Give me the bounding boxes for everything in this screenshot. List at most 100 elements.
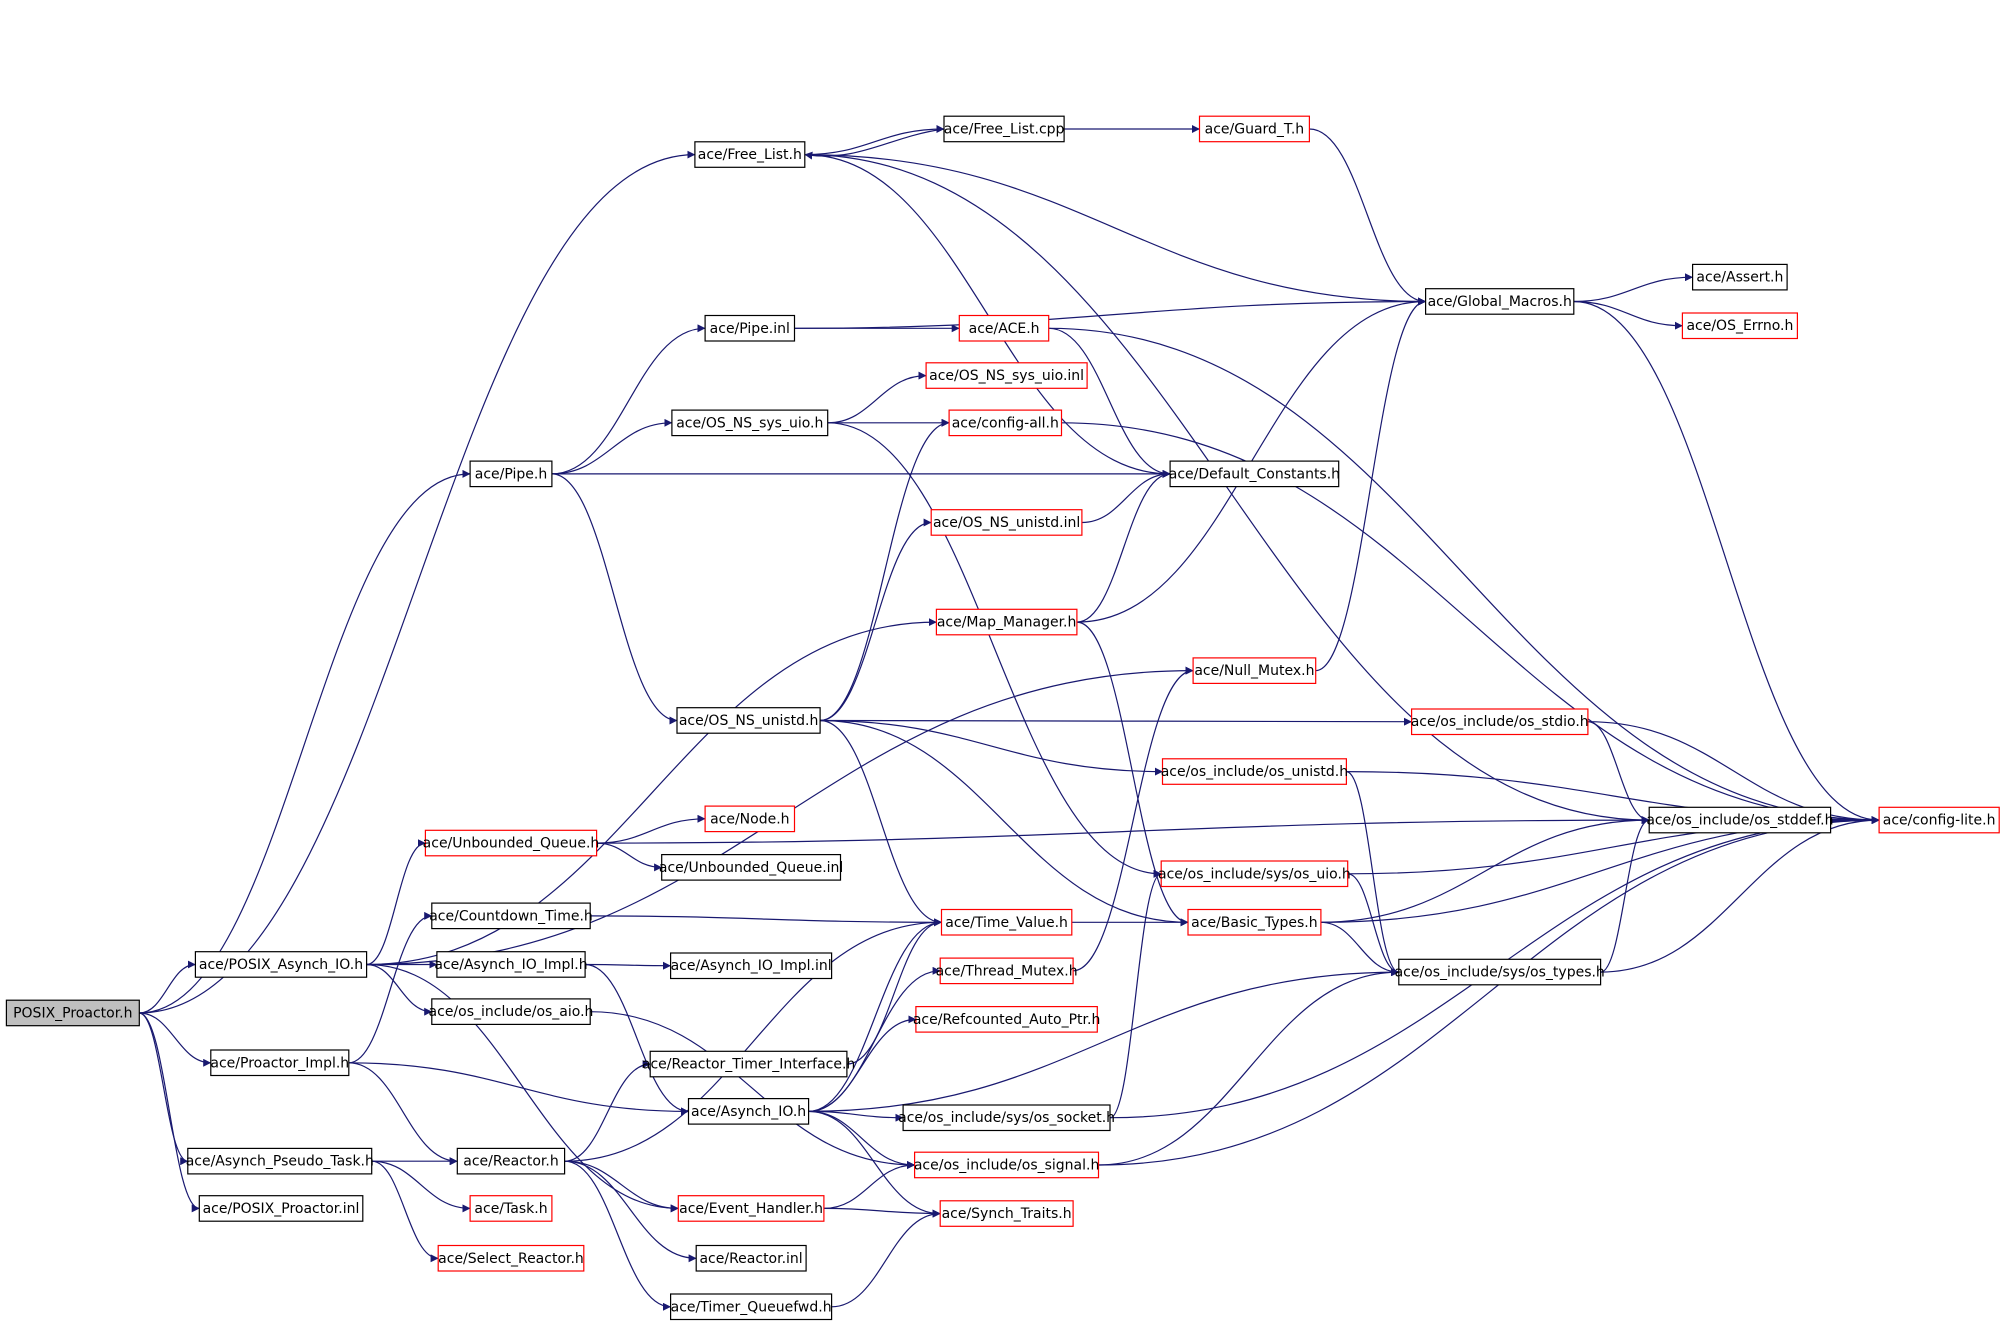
node-default-constants-h[interactable]: ace/Default_Constants.h	[1169, 460, 1340, 488]
node-box[interactable]	[1410, 708, 1589, 736]
node-box[interactable]	[704, 314, 796, 342]
node-box[interactable]	[669, 1293, 833, 1321]
node-box[interactable]	[1691, 263, 1788, 291]
node-time-value-h[interactable]: ace/Time_Value.h	[940, 908, 1073, 936]
node-box[interactable]	[915, 1005, 1098, 1033]
node-unbounded-queue-h[interactable]: ace/Unbounded_Queue.h	[423, 829, 600, 857]
node-box[interactable]	[1187, 908, 1322, 936]
node-reactor-timer-interface-h[interactable]: ace/Reactor_Timer_Interface.h	[642, 1050, 855, 1078]
node-box[interactable]	[649, 1050, 848, 1078]
node-reactor-inl[interactable]: ace/Reactor.inl	[695, 1244, 807, 1272]
node-pipe-h[interactable]: ace/Pipe.h	[469, 460, 553, 488]
node-box[interactable]	[198, 1195, 364, 1222]
node-box[interactable]	[661, 853, 842, 881]
node-null-mutex-h[interactable]: ace/Null_Mutex.h	[1192, 657, 1317, 685]
node-unbounded-queue-inl[interactable]: ace/Unbounded_Queue.inl	[659, 853, 843, 881]
node-thread-mutex-h[interactable]: ace/Thread_Mutex.h	[936, 957, 1078, 985]
node-box[interactable]	[1169, 460, 1340, 488]
node-box[interactable]	[1192, 657, 1317, 685]
node-config-all-h[interactable]: ace/config-all.h	[948, 409, 1063, 437]
node-box[interactable]	[194, 951, 368, 978]
node-select-reactor-h[interactable]: ace/Select_Reactor.h	[437, 1244, 585, 1272]
node-box[interactable]	[677, 1195, 825, 1222]
node-box[interactable]	[902, 1104, 1111, 1132]
node-os-unistd-h[interactable]: ace/os_include/os_unistd.h	[1161, 758, 1348, 785]
node-pipe-inl[interactable]: ace/Pipe.inl	[704, 314, 796, 342]
node-box[interactable]	[943, 115, 1065, 143]
node-box[interactable]	[1648, 806, 1832, 834]
node-box[interactable]	[695, 1244, 807, 1272]
node-guard-t-h[interactable]: ace/Guard_T.h	[1198, 115, 1311, 143]
node-box[interactable]	[431, 902, 591, 930]
node-box[interactable]	[1160, 860, 1349, 888]
node-box[interactable]	[1681, 312, 1799, 340]
node-box[interactable]	[925, 362, 1088, 389]
node-box[interactable]	[694, 141, 806, 168]
node-countdown-time-h[interactable]: ace/Countdown_Time.h	[429, 902, 593, 930]
node-posix-asynch-io-h[interactable]: ace/POSIX_Asynch_IO.h	[194, 951, 368, 978]
node-box[interactable]	[187, 1147, 373, 1175]
node-os-aio-h[interactable]: ace/os_include/os_aio.h	[429, 998, 594, 1026]
node-reactor-h[interactable]: ace/Reactor.h	[456, 1147, 566, 1175]
node-box[interactable]	[456, 1147, 566, 1175]
node-os-ns-sys-uio-inl[interactable]: ace/OS_NS_sys_uio.inl	[925, 362, 1088, 389]
node-box[interactable]	[1878, 806, 2000, 834]
node-global-macros-h[interactable]: ace/Global_Macros.h	[1424, 288, 1575, 315]
node-box[interactable]	[469, 460, 553, 488]
node-timer-queuefwd-h[interactable]: ace/Timer_Queuefwd.h	[669, 1293, 833, 1321]
node-box[interactable]	[687, 1097, 810, 1125]
node-free-list-cpp[interactable]: ace/Free_List.cpp	[943, 115, 1065, 143]
node-posix-proactor-inl[interactable]: ace/POSIX_Proactor.inl	[198, 1195, 364, 1222]
node-os-sys-uio-h[interactable]: ace/os_include/sys/os_uio.h	[1158, 860, 1351, 888]
node-os-signal-h[interactable]: ace/os_include/os_signal.h	[913, 1151, 1100, 1179]
node-box[interactable]	[676, 707, 821, 734]
node-task-h[interactable]: ace/Task.h	[469, 1195, 553, 1222]
node-box[interactable]	[1424, 288, 1575, 315]
node-node-h[interactable]: ace/Node.h	[704, 805, 796, 833]
node-box[interactable]	[436, 951, 586, 978]
node-box[interactable]	[1398, 958, 1602, 986]
node-box[interactable]	[431, 998, 591, 1026]
node-box[interactable]	[948, 409, 1063, 437]
node-proactor-impl-h[interactable]: ace/Proactor_Impl.h	[210, 1049, 350, 1077]
node-ace-h[interactable]: ace/ACE.h	[958, 314, 1050, 342]
node-os-ns-unistd-inl[interactable]: ace/OS_NS_unistd.inl	[930, 509, 1083, 536]
node-basic-types-h[interactable]: ace/Basic_Types.h	[1187, 908, 1322, 936]
node-synch-traits-h[interactable]: ace/Synch_Traits.h	[939, 1200, 1074, 1227]
node-box[interactable]	[704, 805, 796, 833]
node-event-handler-h[interactable]: ace/Event_Handler.h	[677, 1195, 825, 1222]
node-box[interactable]	[913, 1151, 1100, 1179]
node-assert-h[interactable]: ace/Assert.h	[1691, 263, 1788, 291]
node-config-lite-h[interactable]: ace/config-lite.h	[1878, 806, 2000, 834]
node-box[interactable]	[939, 957, 1074, 985]
node-refcounted-auto-ptr-h[interactable]: ace/Refcounted_Auto_Ptr.h	[913, 1005, 1100, 1033]
node-posix-proactor-h[interactable]: POSIX_Proactor.h	[5, 999, 140, 1027]
node-asynch-io-impl-h[interactable]: ace/Asynch_IO_Impl.h	[434, 951, 588, 978]
node-box[interactable]	[940, 908, 1073, 936]
node-box[interactable]	[1198, 115, 1311, 143]
node-asynch-pseudo-task-h[interactable]: ace/Asynch_Pseudo_Task.h	[186, 1147, 374, 1175]
node-os-stddef-h[interactable]: ace/os_include/os_stddef.h	[1646, 806, 1833, 834]
node-box[interactable]	[935, 608, 1078, 636]
node-box[interactable]	[958, 314, 1050, 342]
node-os-stdio-h[interactable]: ace/os_include/os_stdio.h	[1410, 708, 1589, 736]
node-map-manager-h[interactable]: ace/Map_Manager.h	[935, 608, 1078, 636]
node-os-sys-socket-h[interactable]: ace/os_include/sys/os_socket.h	[898, 1104, 1115, 1132]
node-box[interactable]	[1161, 758, 1347, 785]
node-box[interactable]	[930, 509, 1083, 536]
node-asynch-io-impl-inl[interactable]: ace/Asynch_IO_Impl.inl	[669, 952, 833, 980]
node-box[interactable]	[210, 1049, 350, 1077]
node-free-list-h[interactable]: ace/Free_List.h	[694, 141, 806, 168]
node-asynch-io-h[interactable]: ace/Asynch_IO.h	[687, 1097, 810, 1125]
node-box[interactable]	[424, 829, 598, 857]
node-box[interactable]	[469, 1195, 553, 1222]
node-os-ns-unistd-h[interactable]: ace/OS_NS_unistd.h	[676, 707, 821, 734]
node-box[interactable]	[671, 409, 829, 437]
node-box[interactable]	[939, 1200, 1074, 1227]
node-os-errno-h[interactable]: ace/OS_Errno.h	[1681, 312, 1799, 340]
node-os-ns-sys-uio-h[interactable]: ace/OS_NS_sys_uio.h	[671, 409, 829, 437]
node-box[interactable]	[5, 999, 140, 1027]
node-box[interactable]	[437, 1244, 585, 1272]
node-box[interactable]	[669, 952, 833, 980]
node-os-sys-types-h[interactable]: ace/os_include/sys/os_types.h	[1395, 958, 1605, 986]
